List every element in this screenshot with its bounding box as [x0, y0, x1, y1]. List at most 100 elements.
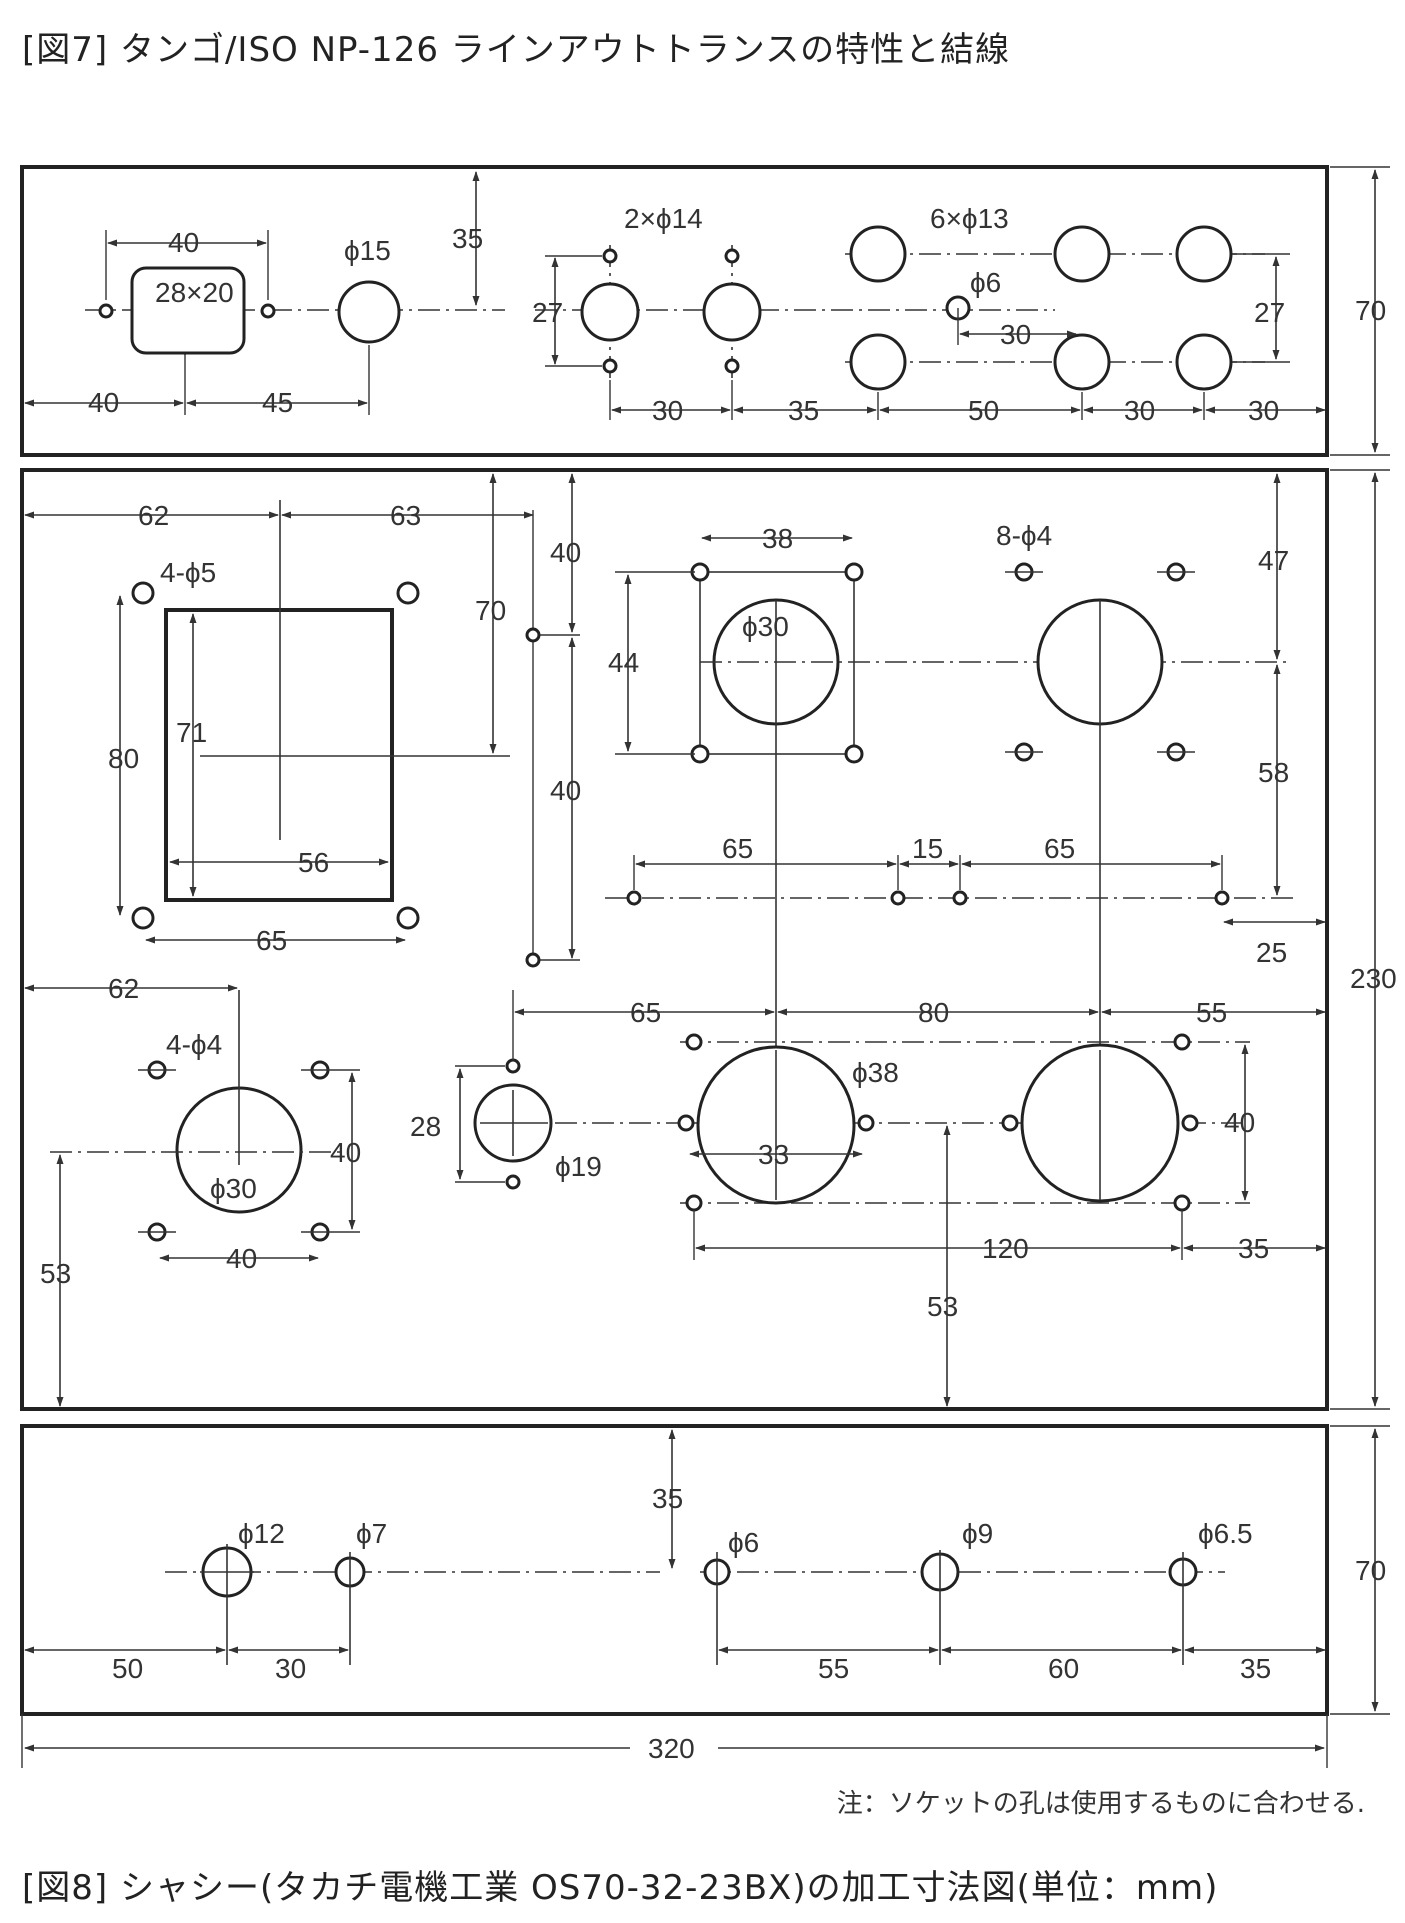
dim-top-45: 45	[262, 387, 293, 418]
hole-d15	[337, 280, 401, 344]
mount-hole	[626, 890, 642, 906]
dim-main-63: 63	[390, 500, 421, 531]
dim-main-120: 120	[982, 1233, 1029, 1264]
mount-hole	[1001, 1114, 1019, 1132]
dim-main-62a: 62	[138, 500, 169, 531]
dim-bottom-35b: 35	[1240, 1653, 1271, 1684]
mount-hole	[602, 248, 618, 264]
socket-outline	[699, 571, 855, 755]
dim-bottom-35: 35	[652, 1483, 683, 1514]
mount-hole	[525, 952, 541, 968]
rect-cutout	[130, 266, 246, 355]
hole-d5	[131, 906, 155, 930]
mount-hole	[1173, 1033, 1191, 1051]
dim-top-35: 35	[452, 223, 483, 254]
hole-d13	[849, 225, 907, 283]
dim-bottom-55: 55	[818, 1653, 849, 1684]
mount-hole	[525, 627, 541, 643]
hole-d4	[844, 562, 864, 582]
dim-main-33: 33	[758, 1139, 789, 1170]
mount-hole	[724, 358, 740, 374]
dim-main-70: 70	[475, 595, 506, 626]
hole-d5	[131, 581, 155, 605]
dim-main-40d: 40	[226, 1243, 257, 1274]
dim-main-height230: 230	[1350, 963, 1397, 994]
label-d12: ϕ12	[238, 1518, 285, 1549]
label-d7: ϕ7	[356, 1518, 387, 1549]
dim-overall-320: 320	[648, 1733, 695, 1764]
mount-hole	[685, 1033, 703, 1051]
label-6xd13: 6×ϕ13	[930, 203, 1009, 234]
label-4-d4: 4-ϕ4	[166, 1029, 222, 1060]
dim-bottom-height70: 70	[1355, 1555, 1386, 1586]
label-d19: ϕ19	[555, 1151, 602, 1182]
dim-top-27b: 27	[1254, 297, 1285, 328]
mount-hole	[98, 303, 114, 319]
label-8-d4: 8-ϕ4	[996, 520, 1052, 551]
mount-hole	[677, 1114, 695, 1132]
dim-main-71: 71	[176, 717, 207, 748]
bottom-panel: ϕ12 ϕ7 ϕ6 ϕ9 ϕ6.5 35 50 30 55 60 35 70 3…	[20, 1424, 1390, 1768]
dim-main-53b: 53	[927, 1291, 958, 1322]
dim-main-80b: 80	[918, 997, 949, 1028]
label-d15: ϕ15	[344, 235, 391, 266]
label-4-d5: 4-ϕ5	[160, 557, 216, 588]
dim-main-38: 38	[762, 523, 793, 554]
mount-hole	[505, 1058, 521, 1074]
dim-top-50: 50	[968, 395, 999, 426]
main-panel: 4-ϕ5 62 63 70 40 40 80 71 56 65 ϕ30	[20, 468, 1397, 1411]
note-text: 注：ソケットの孔は使用するものに合わせる.	[836, 1789, 1365, 1819]
label-d9: ϕ9	[962, 1518, 993, 1549]
dim-main-15: 15	[912, 833, 943, 864]
mount-hole	[685, 1194, 703, 1212]
dim-main-56: 56	[298, 847, 329, 878]
dim-main-80: 80	[108, 743, 139, 774]
dim-main-40a: 40	[550, 537, 581, 568]
mount-hole	[952, 890, 968, 906]
mount-hole	[1173, 1194, 1191, 1212]
top-panel: 28×20 ϕ15 2×ϕ14 6×ϕ13 ϕ6 40 35 27 27 40 …	[20, 165, 1390, 457]
dim-top-30a: 30	[652, 395, 683, 426]
dim-main-40c: 40	[330, 1137, 361, 1168]
bottom-panel-outline	[20, 1424, 1329, 1716]
hole-d13	[1175, 333, 1233, 391]
dim-top-27a: 27	[532, 297, 563, 328]
label-d6: ϕ6	[728, 1527, 759, 1558]
hole-d14	[580, 282, 640, 342]
hole-d13	[849, 333, 907, 391]
mount-hole	[724, 248, 740, 264]
figure8-caption: [図8] シャシー(タカチ電機工業 OS70-32-23BX)の加工寸法図(単位…	[22, 1868, 1219, 1908]
mount-hole	[1214, 890, 1230, 906]
dim-bottom-30: 30	[275, 1653, 306, 1684]
mount-hole	[505, 1174, 521, 1190]
dim-main-40b: 40	[550, 775, 581, 806]
label-d30a: ϕ30	[742, 611, 789, 642]
dim-top-height70: 70	[1355, 295, 1386, 326]
dim-top-left40: 40	[88, 387, 119, 418]
dim-main-25: 25	[1256, 937, 1287, 968]
label-2xd14: 2×ϕ14	[624, 203, 703, 234]
mount-hole	[857, 1114, 875, 1132]
dim-top-30c: 30	[1248, 395, 1279, 426]
label-d30b: ϕ30	[210, 1173, 257, 1204]
hole-d13	[1053, 333, 1111, 391]
transformer-cutout	[164, 608, 394, 902]
hole-d4	[844, 744, 864, 764]
hole-d13	[1053, 225, 1111, 283]
dim-bottom-50: 50	[112, 1653, 143, 1684]
dim-main-28: 28	[410, 1111, 441, 1142]
dim-main-65c: 65	[1044, 833, 1075, 864]
hole-d5	[396, 906, 420, 930]
dim-main-65d: 65	[630, 997, 661, 1028]
dim-main-53a: 53	[40, 1258, 71, 1289]
dim-top-off30: 30	[1000, 319, 1031, 350]
dim-top-35b: 35	[788, 395, 819, 426]
dim-main-65b: 65	[722, 833, 753, 864]
dim-main-35: 35	[1238, 1233, 1269, 1264]
dim-main-44: 44	[608, 647, 639, 678]
dim-main-58: 58	[1258, 757, 1289, 788]
label-d6-5: ϕ6.5	[1198, 1518, 1253, 1549]
dim-main-62b: 62	[108, 973, 139, 1004]
dim-top-40: 40	[168, 227, 199, 258]
